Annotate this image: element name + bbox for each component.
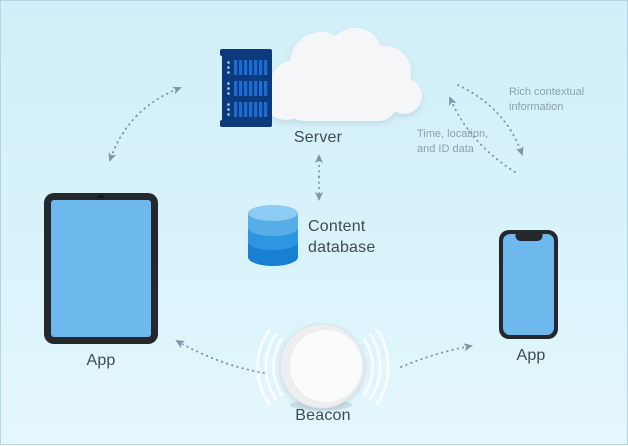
database-icon [248,205,298,266]
tablet-device-icon [44,193,158,344]
annotation-time-location-id-data: Time, location, and ID data [417,127,488,157]
tablet-camera-icon [98,195,104,198]
cloud-icon [262,28,422,121]
server-label: Server [293,129,343,146]
rack-unit [224,79,270,98]
beacon-icon [279,323,365,411]
arrow-server-to-tablet [108,115,138,162]
arrow-tablet-to-server [135,86,182,117]
connection-arrows [108,84,524,374]
arrow-beacon-to-tablet [175,340,265,374]
database-label: Content database [308,216,375,258]
beacon-label: Beacon [295,407,351,424]
phone-app-label: App [516,347,546,364]
server-rack-icon [220,49,272,127]
database-label-line2: database [308,239,376,256]
arrow-beacon-to-phone [400,343,473,368]
phone-device-icon [499,230,558,339]
annotation-line: and ID data [417,143,474,155]
database-label-line1: Content [308,218,366,235]
annotation-line: information [509,101,564,113]
arrow-server-to-phone [457,84,524,156]
tablet-screen [51,200,151,337]
rack-unit [224,100,270,119]
annotation-line: Time, location, [417,128,489,140]
phone-screen [503,234,554,335]
arrow-phone-to-server [449,96,516,173]
rack-unit [224,58,270,77]
annotation-rich-contextual-information: Rich contextual information [509,85,584,115]
tablet-app-label: App [86,352,116,369]
signal-waves-icon [256,328,390,406]
phone-notch [515,234,542,241]
annotation-line: Rich contextual [509,86,585,98]
